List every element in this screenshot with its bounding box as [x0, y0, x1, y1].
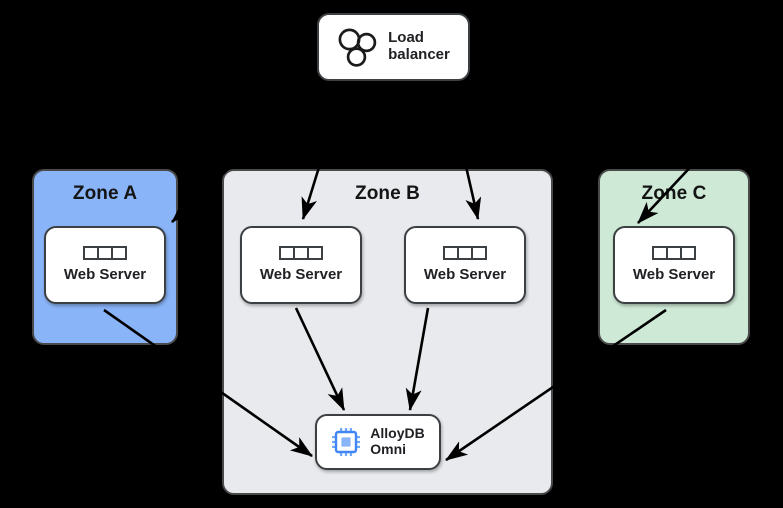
- alloydb-omni-node[interactable]: AlloyDB Omni: [315, 414, 441, 470]
- server-rack-icon: [279, 246, 323, 261]
- web-server-label: Web Server: [632, 266, 716, 284]
- web-server-label: Web Server: [423, 266, 507, 284]
- server-rack-icon: [652, 246, 696, 261]
- alloydb-omni-label-line1: AlloyDB: [370, 425, 425, 442]
- zone-c-label: Zone C: [641, 183, 707, 204]
- server-rack-icon: [443, 246, 487, 261]
- cpu-chip-icon: [332, 428, 361, 456]
- zone-a-label: Zone A: [72, 183, 138, 204]
- web-server-label: Web Server: [259, 266, 343, 284]
- load-balancer-label-line2: balancer: [388, 46, 450, 63]
- zone-b-label: Zone B: [355, 183, 420, 204]
- load-balancer-node[interactable]: Load balancer: [317, 13, 470, 81]
- alloydb-omni-label-line2: Omni: [370, 441, 407, 457]
- web-server-node-zone-a[interactable]: Web Server: [44, 226, 166, 304]
- web-server-node-zone-b-2[interactable]: Web Server: [404, 226, 526, 304]
- web-server-label: Web Server: [63, 266, 147, 284]
- load-balancer-circles-icon: [338, 28, 377, 67]
- load-balancer-label: Load balancer: [388, 29, 450, 64]
- web-server-node-zone-c[interactable]: Web Server: [613, 226, 735, 304]
- web-server-node-zone-b-1[interactable]: Web Server: [240, 226, 362, 304]
- alloydb-omni-label: AlloyDB Omni: [370, 426, 424, 457]
- load-balancer-label-line1: Load: [388, 29, 424, 47]
- server-rack-icon: [83, 246, 127, 261]
